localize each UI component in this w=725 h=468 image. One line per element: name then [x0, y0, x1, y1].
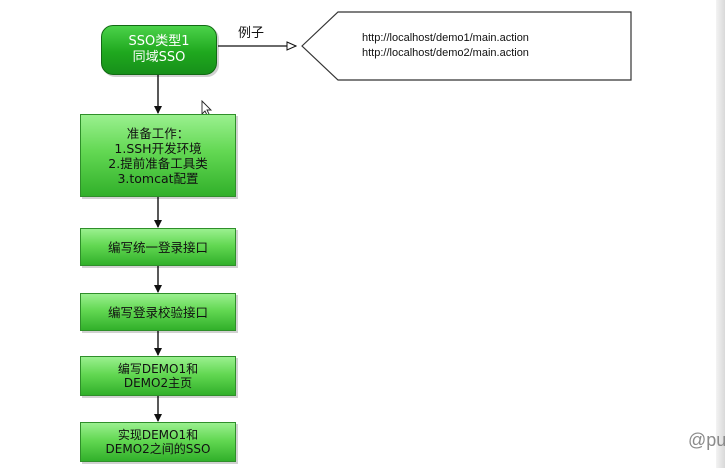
step-node-login-api: 编写统一登录接口: [80, 228, 236, 266]
step3-line1: 编写DEMO1和: [117, 361, 199, 376]
watermark: @pu: [688, 430, 725, 450]
start-node-line2: 同域SSO: [132, 50, 186, 65]
example-url-demo1: http://localhost/demo1/main.action: [362, 32, 529, 44]
step-node-check-api: 编写登录校验接口: [80, 293, 236, 331]
prep-item-tools: 2.提前准备工具类: [108, 155, 208, 171]
window-edge: [716, 0, 725, 468]
prep-item-tomcat: 3.tomcat配置: [117, 170, 199, 186]
step3-line2: DEMO2主页: [123, 376, 193, 390]
step1-label: 编写统一登录接口: [107, 239, 208, 255]
example-callout: [301, 11, 632, 81]
start-node-sso-type1: SSO类型1 同域SSO: [101, 25, 217, 75]
step4-line1: 实现DEMO1和: [117, 427, 199, 442]
example-url-demo2: http://localhost/demo2/main.action: [362, 47, 529, 59]
prep-title: 准备工作：: [126, 125, 190, 141]
prep-item-ssh: 1.SSH开发环境: [114, 140, 202, 156]
start-node-line1: SSO类型1: [128, 34, 190, 50]
prep-node: 准备工作： 1.SSH开发环境 2.提前准备工具类 3.tomcat配置: [80, 114, 236, 197]
step2-label: 编写登录校验接口: [107, 304, 208, 320]
step4-line2: DEMO2之间的SSO: [105, 442, 211, 456]
step-node-demo-pages: 编写DEMO1和 DEMO2主页: [80, 356, 236, 396]
example-label: 例子: [238, 26, 265, 41]
step-node-implement-sso: 实现DEMO1和 DEMO2之间的SSO: [80, 422, 236, 462]
